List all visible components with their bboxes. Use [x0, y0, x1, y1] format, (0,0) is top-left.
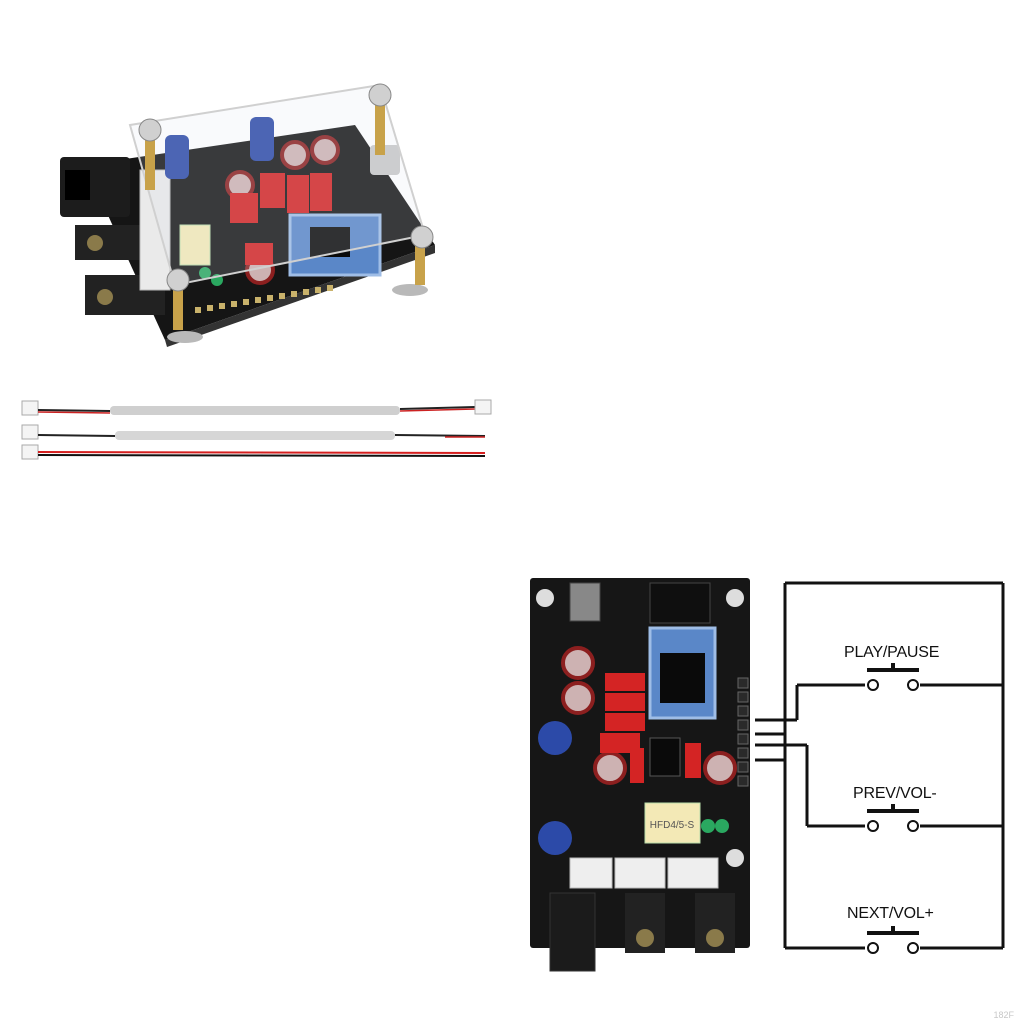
watermark-text: 182F — [993, 1010, 1014, 1020]
prev-vol-switch-symbol — [867, 804, 919, 832]
cable-set-photo — [20, 395, 500, 465]
cased-board-photo — [55, 75, 455, 355]
dc-jack-top — [549, 892, 596, 972]
blue-capacitor-2 — [250, 117, 274, 161]
blue-capacitor-1 — [165, 135, 189, 179]
relay-marking: HFD4/5-S — [650, 820, 695, 831]
play-pause-switch-symbol — [867, 663, 919, 691]
switch-wiring-diagram — [745, 578, 1015, 958]
prev-vol-label: PREV/VOL- — [853, 785, 937, 802]
next-vol-switch-symbol — [867, 926, 919, 954]
board-top-view: HFD4/5-S — [530, 578, 752, 973]
play-pause-label: PLAY/PAUSE — [844, 644, 940, 661]
relay-top — [644, 802, 701, 844]
relay — [179, 224, 211, 266]
next-vol-label: NEXT/VOL+ — [847, 905, 934, 922]
